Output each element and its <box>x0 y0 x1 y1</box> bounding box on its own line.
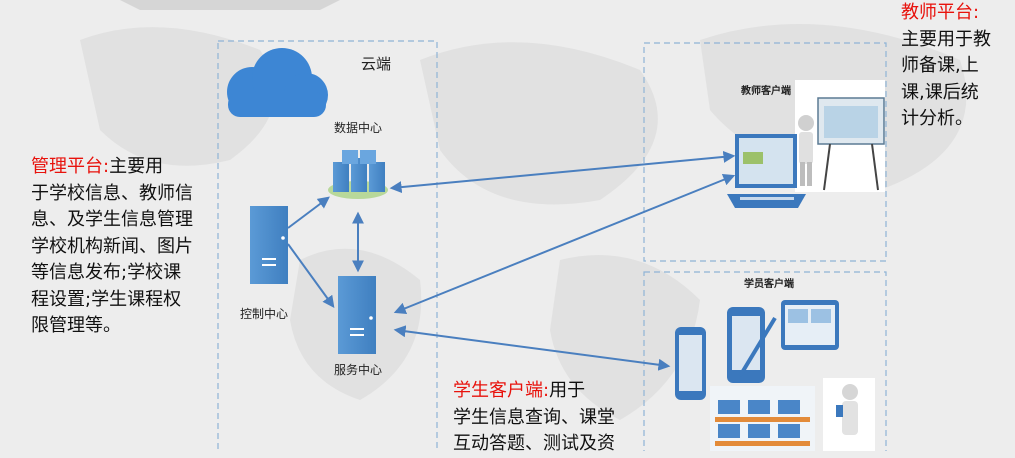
teacher-platform-line-3: 计分析。 <box>901 108 973 129</box>
student-client-zone <box>643 271 887 451</box>
management-line-5: 程设置;学生课程权 <box>31 288 182 310</box>
cloud-icon <box>227 48 328 117</box>
student-platform-heading: 学生客户端: <box>453 380 550 401</box>
student-client-title: 学员客户端 <box>744 277 794 290</box>
teacher-platform-text: 教师平台: 主要用于教 师备课,上 课,课后统 计分析。 <box>901 0 1011 133</box>
management-line-6: 限管理等。 <box>31 315 121 336</box>
data-center-icon <box>328 150 388 199</box>
arrow-service-student <box>393 325 671 371</box>
teacher-platform-line-1: 师备课,上 <box>901 55 979 76</box>
control-center-icon <box>250 206 288 284</box>
data-center-label: 数据中心 <box>334 120 382 135</box>
teacher-client-illustration <box>727 80 885 208</box>
management-line-1: 于学校信息、教师信 <box>31 182 193 204</box>
student-platform-line-1: 学生信息查询、课堂 <box>453 406 615 428</box>
arrow-service-teacher <box>393 174 736 314</box>
management-line-2: 息、及学生信息管理 <box>31 209 193 230</box>
student-platform-line-2: 互动答题、测试及资 <box>453 433 615 454</box>
student-client-illustration <box>675 300 875 451</box>
arrow-control-to-service <box>287 243 335 308</box>
service-center-icon <box>338 276 376 354</box>
teacher-platform-line-2: 课,课后统 <box>901 81 979 103</box>
management-platform-text: 管理平台:主要用 于学校信息、教师信 息、及学生信息管理 学校机构新闻、图片 等… <box>31 154 221 340</box>
service-center-label: 服务中心 <box>334 362 382 377</box>
student-platform-line-0: 用于 <box>549 380 586 401</box>
management-line-0: 主要用 <box>109 156 164 177</box>
teacher-platform-line-0: 主要用于教 <box>901 28 991 50</box>
teacher-client-title: 教师客户端 <box>740 84 791 97</box>
control-center-label: 控制中心 <box>240 306 288 321</box>
management-line-4: 等信息发布;学校课 <box>31 262 182 283</box>
management-heading: 管理平台: <box>31 156 110 177</box>
cloud-title: 云端 <box>361 55 391 73</box>
connection-arrows <box>287 150 736 371</box>
management-line-3: 学校机构新闻、图片 <box>31 235 193 257</box>
arrow-control-to-data <box>287 196 330 229</box>
teacher-platform-heading: 教师平台: <box>901 2 980 23</box>
student-platform-text: 学生客户端:用于 学生信息查询、课堂 互动答题、测试及资 <box>453 378 653 458</box>
